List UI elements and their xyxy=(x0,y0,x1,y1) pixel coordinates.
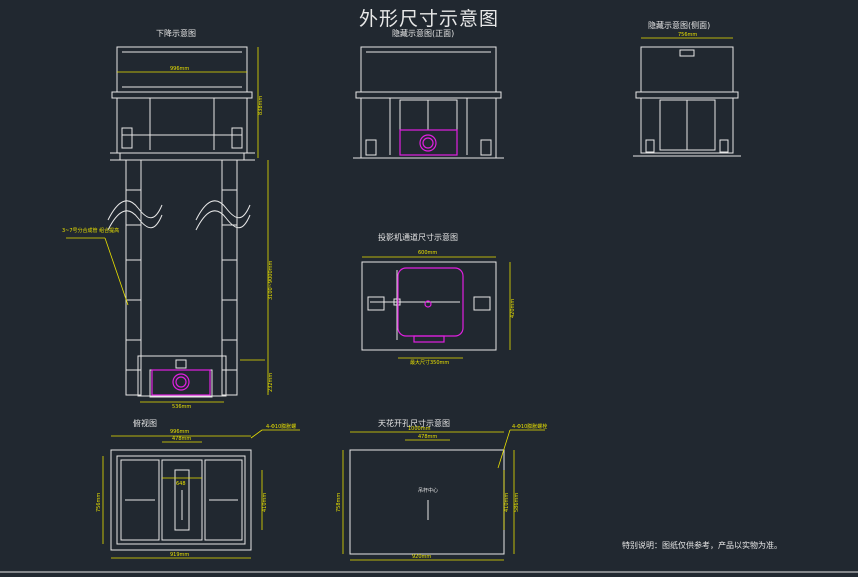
lowered-height-dim: 838mm xyxy=(258,96,264,115)
top-bottom-dim: 919mm xyxy=(170,552,189,558)
ceiling-inner-dim: 478mm xyxy=(418,434,437,440)
lowered-view xyxy=(107,46,255,398)
top-left-dim: 756mm xyxy=(96,493,102,512)
hidden-side-view xyxy=(633,46,741,157)
ceiling-opening-label: 天花开孔尺寸示意图 xyxy=(378,418,450,428)
drawing-notes: 特别说明：图纸仅供参考，产品以实物为准。 xyxy=(622,540,782,550)
ceiling-left-dim: 758mm xyxy=(336,493,342,512)
hidden-front-view xyxy=(353,46,504,159)
projector-opening-view xyxy=(361,261,497,351)
lowered-ceiling-plate xyxy=(111,91,253,99)
front-projector xyxy=(399,129,458,156)
top-callout: 4-Φ10膨胀螺 xyxy=(266,423,296,430)
ceiling-center-label: 吊杆中心 xyxy=(418,487,438,494)
lowered-bottom-dim: 232mm xyxy=(268,373,274,392)
lowered-projector xyxy=(151,369,211,396)
top-view-label: 俯视图 xyxy=(133,418,157,428)
ceiling-bottom-dim: 920mm xyxy=(412,554,431,560)
lowered-right-column xyxy=(221,159,238,396)
lowered-width-dim: 996mm xyxy=(170,66,189,72)
top-mid-dim: 648 xyxy=(176,481,186,487)
lowered-view-label: 下降示意图 xyxy=(156,28,196,38)
opening-width-dim: 600mm xyxy=(418,250,437,256)
lowered-lens xyxy=(172,373,190,391)
ceiling-outer-dim: 1000mm xyxy=(408,426,431,432)
top-right-dim: 410mm xyxy=(262,493,268,512)
hidden-side-label: 隐藏示意图(侧面) xyxy=(648,20,710,30)
ceiling-right-dim: 410mm xyxy=(504,493,510,512)
top-inner-dim: 478mm xyxy=(172,436,191,442)
projector-opening-label: 投影机通道尺寸示意图 xyxy=(378,232,458,242)
side-width-dim: 756mm xyxy=(678,32,697,38)
ceiling-callout: 4-Φ10膨胀螺栓 xyxy=(512,423,547,430)
top-view xyxy=(110,449,252,551)
lowered-left-column xyxy=(125,159,142,396)
opening-height-dim: 420mm xyxy=(510,299,516,318)
lowered-note: 3~7号分合成管 组合提高 xyxy=(62,227,119,234)
ceiling-right2-dim: 586mm xyxy=(514,493,520,512)
lowered-main-dim: 3100~9000mm xyxy=(268,260,274,300)
top-outer-dim: 996mm xyxy=(170,429,189,435)
hidden-front-label: 隐藏示意图(正面) xyxy=(392,28,454,38)
ceiling-opening-view xyxy=(349,449,505,555)
opening-bottom-dim: 最大尺寸350mm xyxy=(410,359,449,366)
drawing-title: 外形尺寸示意图 xyxy=(358,8,499,30)
lowered-base-dim: 536mm xyxy=(172,404,191,410)
